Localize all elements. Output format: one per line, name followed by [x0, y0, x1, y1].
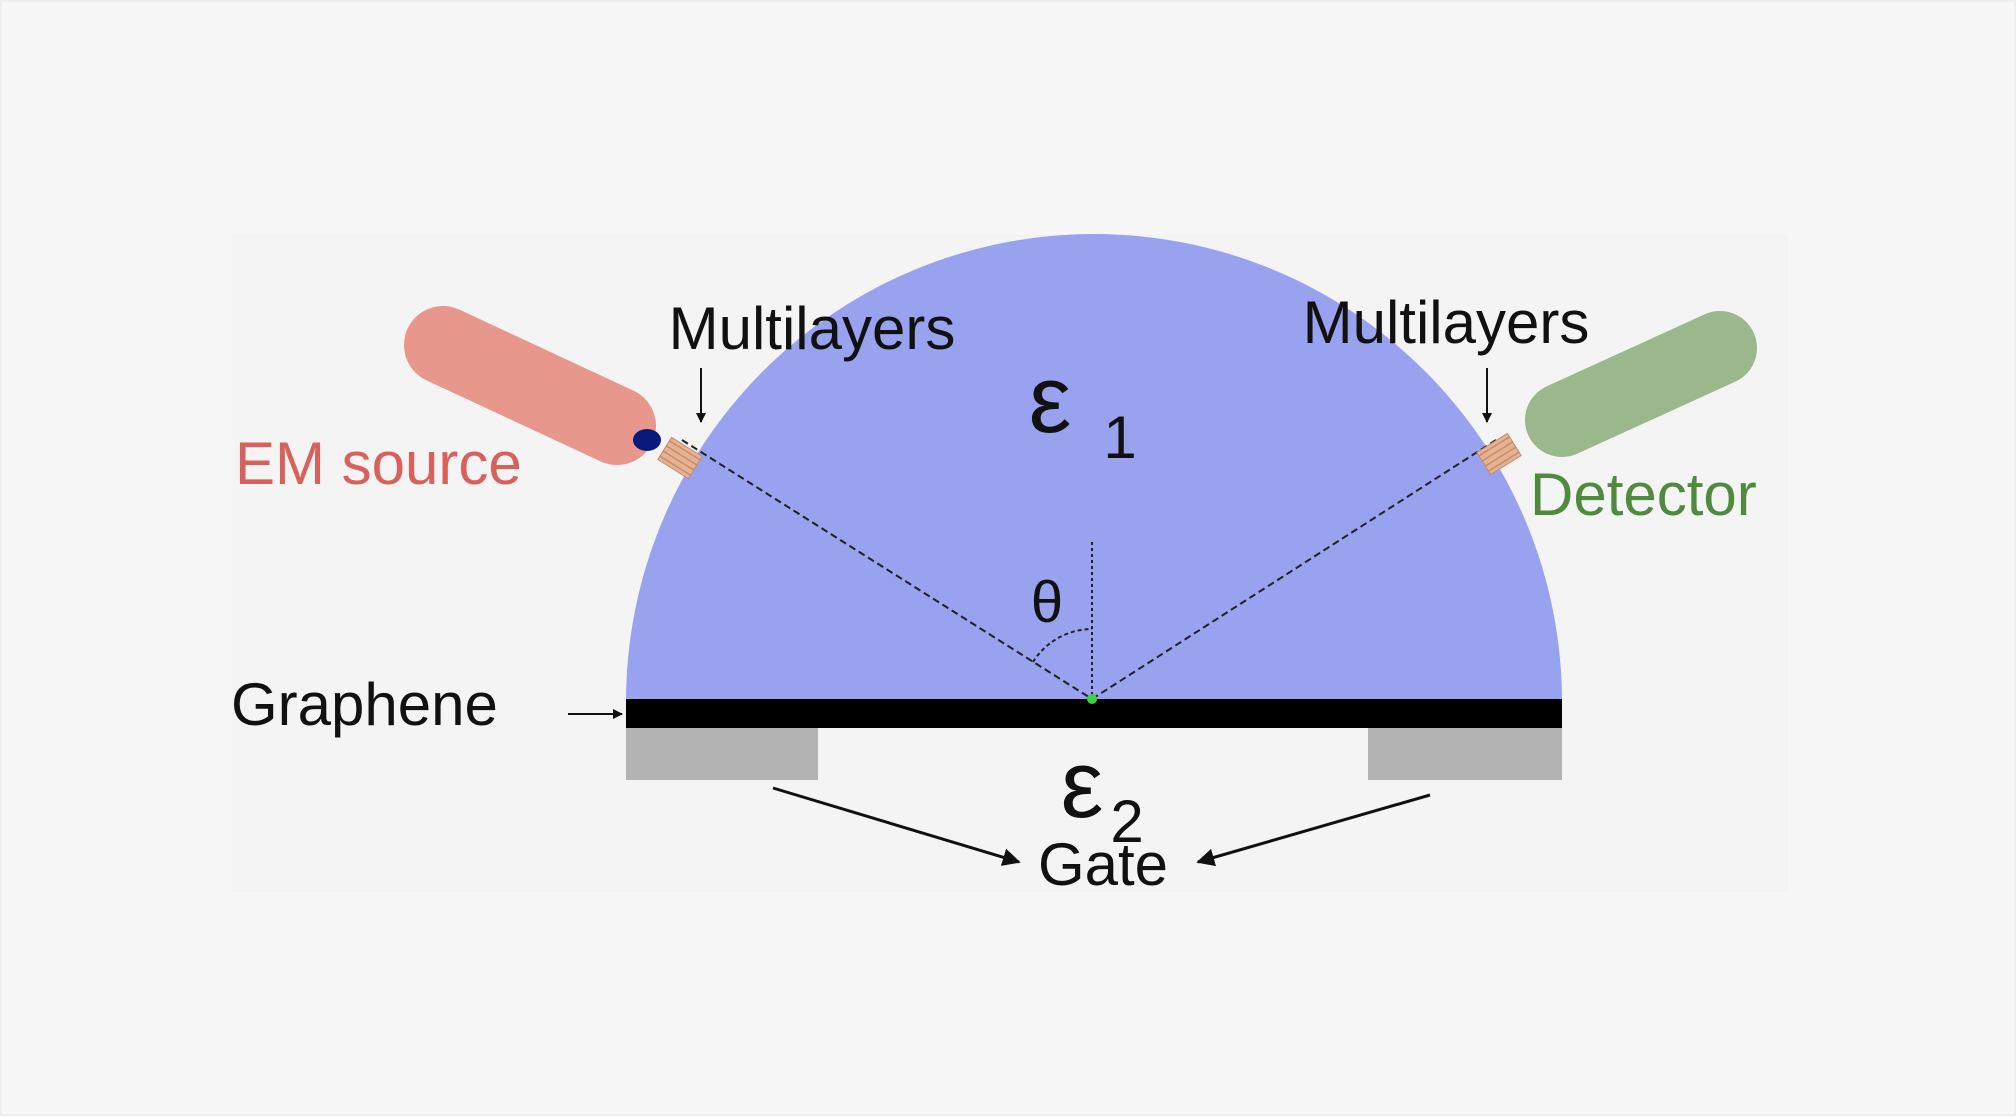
angle-arc — [1032, 628, 1093, 663]
detector-label: Detector — [1530, 461, 1757, 528]
epsilon1-subscript: 1 — [1103, 404, 1136, 471]
gate-electrode-left — [626, 728, 818, 780]
incident-beam — [681, 439, 1093, 700]
reflection-point — [1087, 694, 1097, 704]
prism-half-disc — [626, 234, 1562, 702]
gate-electrode-right — [1368, 728, 1562, 780]
reflected-beam — [1091, 439, 1497, 700]
multilayer-stack-right — [1476, 432, 1522, 476]
gate-label: Gate — [1038, 831, 1168, 898]
epsilon1-symbol: ε — [1029, 346, 1072, 453]
graphene-label: Graphene — [231, 671, 498, 738]
em-source-label: EM source — [235, 430, 522, 497]
multilayers-right-label: Multilayers — [1303, 289, 1590, 356]
epsilon2-subscript: 2 — [1110, 788, 1143, 855]
detector-body — [1525, 311, 1757, 457]
em-source-tip — [633, 429, 661, 451]
multilayer-stack-left — [657, 436, 703, 480]
theta-label: θ — [1031, 570, 1063, 635]
epsilon2-symbol: ε — [1061, 731, 1104, 838]
multilayers-left-label: Multilayers — [669, 295, 956, 362]
gate-arrow-left — [772, 786, 1021, 866]
graphene-sheet — [626, 699, 1562, 728]
em-source-body — [404, 306, 656, 465]
gate-arrow-right — [1196, 793, 1431, 867]
